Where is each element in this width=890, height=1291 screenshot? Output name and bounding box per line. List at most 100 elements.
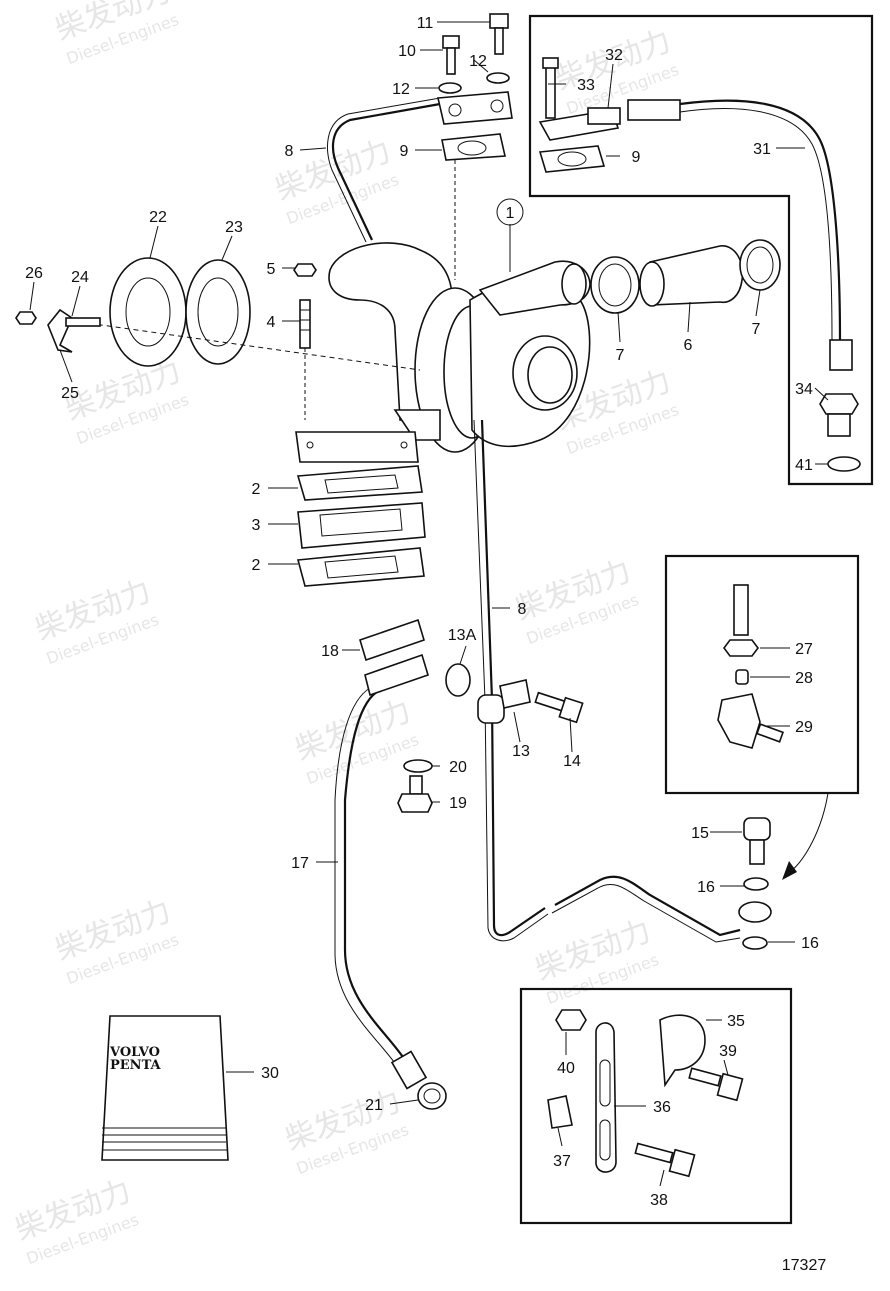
gasket-upper xyxy=(296,465,423,501)
inset-frame-bracket xyxy=(519,987,793,1225)
bolt-19 xyxy=(397,775,433,813)
watermark-tile: 柴发动力 Diesel-Engines xyxy=(51,894,182,989)
bracket-assembly xyxy=(547,1009,744,1178)
callout-circle-1 xyxy=(496,198,524,226)
bolt-14 xyxy=(534,691,584,724)
diagram-number: 17327 xyxy=(782,1257,827,1274)
nut xyxy=(293,263,317,277)
watermark-tile: 柴发动力 Diesel-Engines xyxy=(61,354,192,449)
callout-18: 18 xyxy=(321,643,339,660)
watermark-tile: 柴发动力 Diesel-Engines xyxy=(281,1084,412,1179)
callout-41: 41 xyxy=(795,457,813,474)
banjo-32 xyxy=(538,57,621,141)
hose-clamp-left xyxy=(590,256,640,314)
inset-arrow xyxy=(789,792,829,873)
watermark-tile: 柴发动力 Diesel-Engines xyxy=(51,0,182,68)
callout-21: 21 xyxy=(365,1097,383,1114)
thermo-sensor xyxy=(15,308,101,353)
callout-7: 7 xyxy=(616,347,625,364)
callout-9: 9 xyxy=(400,143,409,160)
manual-book: VOLVO PENTA xyxy=(101,1015,229,1161)
banjo-flange-top xyxy=(437,91,513,125)
oil-feed-pipe-upper xyxy=(326,97,441,243)
callout-2: 2 xyxy=(252,557,261,574)
callout-31: 31 xyxy=(753,141,771,158)
callout-19: 19 xyxy=(449,795,467,812)
callout-39: 39 xyxy=(719,1043,737,1060)
callout-26: 26 xyxy=(25,265,43,282)
watermark-tile: 柴发动力 Diesel-Engines xyxy=(291,694,422,789)
assembly-axis xyxy=(79,321,421,371)
callout-13a: 13A xyxy=(448,627,477,644)
washer-16a xyxy=(743,877,769,891)
callout-12: 12 xyxy=(392,81,410,98)
callout-29: 29 xyxy=(795,719,813,736)
callout-16: 16 xyxy=(697,879,715,896)
spacer-sleeve xyxy=(445,663,471,697)
callout-25: 25 xyxy=(61,385,79,402)
gasket-9-inset xyxy=(538,145,606,173)
intake-hose xyxy=(639,245,744,307)
callout-24: 24 xyxy=(71,269,89,286)
bolt-11 xyxy=(489,13,509,55)
leader-lines xyxy=(29,21,829,1187)
callout-5: 5 xyxy=(267,261,276,278)
hose-clamp-right xyxy=(739,239,781,291)
o-ring-21-inner xyxy=(423,1088,441,1104)
brand-logo-line2: PENTA xyxy=(110,1058,162,1073)
callout-36: 36 xyxy=(653,1099,671,1116)
callout-2: 2 xyxy=(252,481,261,498)
callout-8: 8 xyxy=(518,601,527,618)
washer-12b xyxy=(486,72,510,84)
turbocharger-unit xyxy=(328,242,591,453)
flange-18 xyxy=(359,618,429,697)
exhaust-flange xyxy=(295,431,419,463)
callout-22: 22 xyxy=(149,209,167,226)
callout-3: 3 xyxy=(252,517,261,534)
callout-labels: 1 2 2 3 4 5 6 7 7 8 8 9 9 10 11 12 12 13… xyxy=(25,15,819,1209)
spacer-plate xyxy=(297,502,426,549)
callout-17: 17 xyxy=(291,855,309,872)
gasket-lower xyxy=(296,547,425,587)
inset-frame-hose xyxy=(528,14,874,486)
callout-32: 32 xyxy=(605,47,623,64)
callout-37: 37 xyxy=(553,1153,571,1170)
drain-pipe xyxy=(334,687,428,1090)
callout-14: 14 xyxy=(563,753,581,770)
adapter-plate xyxy=(109,257,187,367)
callout-16: 16 xyxy=(801,935,819,952)
callout-40: 40 xyxy=(557,1060,575,1077)
callout-35: 35 xyxy=(727,1013,745,1030)
callout-8: 8 xyxy=(285,143,294,160)
callout-4: 4 xyxy=(267,314,276,331)
washer-16b xyxy=(742,936,768,950)
callout-30: 30 xyxy=(261,1065,279,1082)
o-ring-21 xyxy=(417,1082,447,1110)
callout-7: 7 xyxy=(752,321,761,338)
callout-9: 9 xyxy=(632,149,641,166)
callout-33: 33 xyxy=(577,77,595,94)
oil-hose-assembly xyxy=(627,99,861,472)
callout-10: 10 xyxy=(398,43,416,60)
oil-return-pipe xyxy=(473,419,772,943)
stud xyxy=(299,299,311,349)
watermark-tile: 柴发动力 Diesel-Engines xyxy=(511,554,642,649)
callout-27: 27 xyxy=(795,641,813,658)
gasket-ring xyxy=(185,259,251,365)
brand-logo-line1: VOLVO xyxy=(109,1045,160,1060)
watermark-tile: 柴发动力 Diesel-Engines xyxy=(31,574,162,669)
callout-38: 38 xyxy=(650,1192,668,1209)
pipe-clamp xyxy=(477,679,531,724)
callout-23: 23 xyxy=(225,219,243,236)
callout-1: 1 xyxy=(506,205,515,222)
callout-6: 6 xyxy=(684,337,693,354)
watermark-tile: 柴发动力 Diesel-Engines xyxy=(11,1174,142,1269)
adapter-assembly xyxy=(717,584,785,749)
inset-frame-adapter xyxy=(664,554,860,795)
washer-20 xyxy=(403,759,433,773)
callout-34: 34 xyxy=(795,381,813,398)
callout-28: 28 xyxy=(795,670,813,687)
callout-12: 12 xyxy=(469,53,487,70)
banjo-bolt-15 xyxy=(743,817,771,865)
